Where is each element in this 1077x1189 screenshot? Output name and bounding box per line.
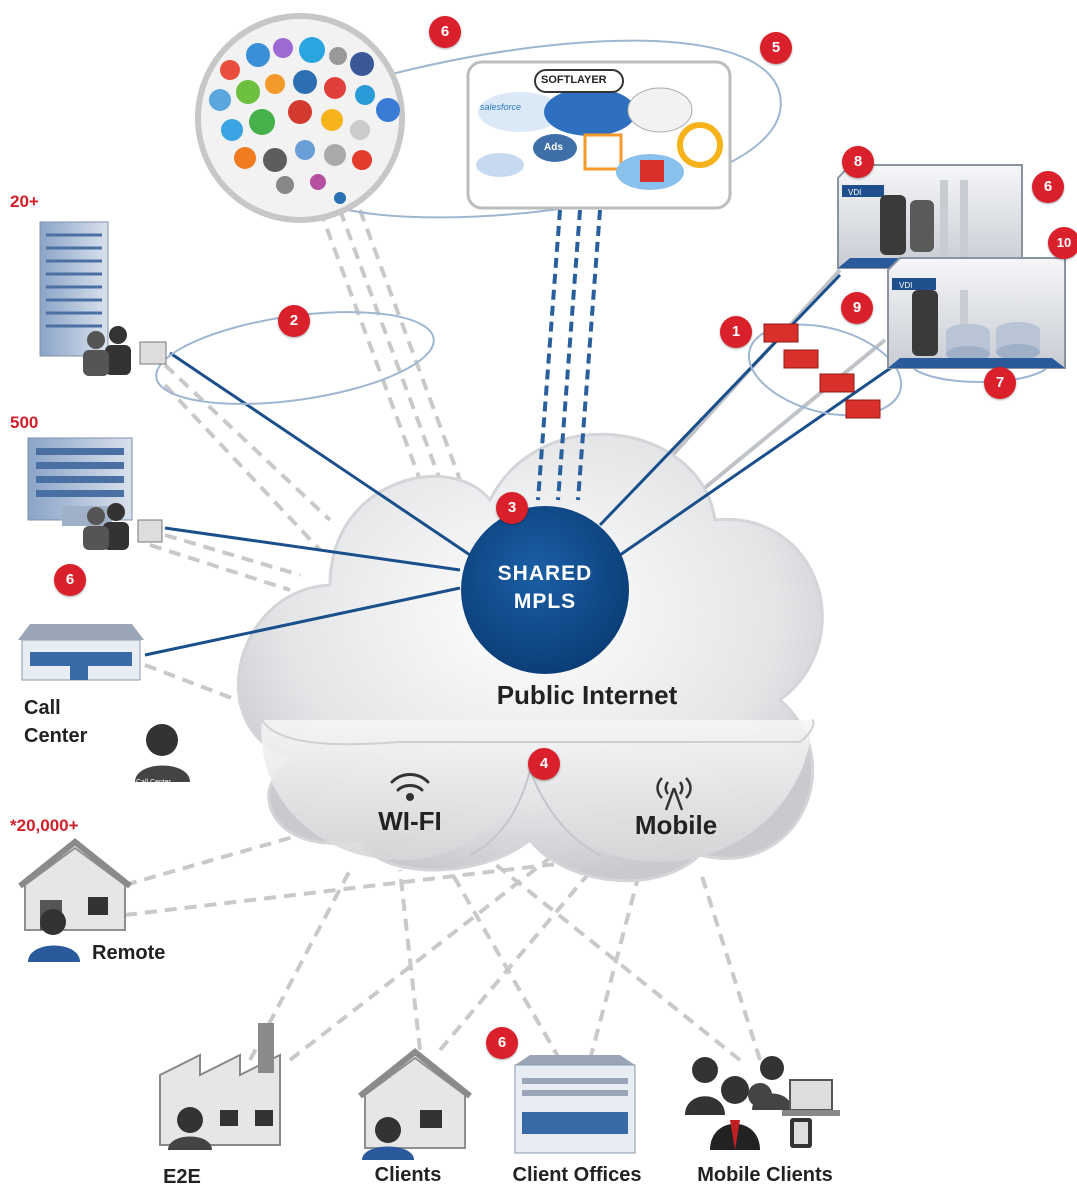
- call-center-label-line1: Call: [24, 697, 61, 719]
- data-center-rack-2: [887, 257, 1066, 369]
- client-offices-building: [514, 1055, 636, 1154]
- ads-logo-text: Ads: [544, 142, 563, 153]
- count-remote: *20,000+: [10, 816, 79, 835]
- badge-6-left: 6: [54, 564, 86, 596]
- clients-label: Clients: [374, 1164, 442, 1186]
- count-medium-office: 500: [10, 413, 39, 432]
- badge-6-social: 6: [429, 16, 461, 48]
- vdi-tag-2: VDI: [899, 281, 913, 290]
- call-center-label-line2: Center: [24, 725, 88, 747]
- client-offices-label: Client Offices: [512, 1164, 642, 1186]
- vdi-tag-1: VDI: [848, 188, 862, 197]
- shared-mpls-line2: MPLS: [513, 590, 577, 613]
- e2e-label: E2E: [163, 1166, 201, 1188]
- badge-2: 2: [278, 305, 310, 337]
- dashed-connections: [124, 209, 762, 1062]
- mobile-clients-label: Mobile Clients: [697, 1164, 833, 1186]
- badge-6-datacenter: 6: [1032, 171, 1064, 203]
- call-center-agent: [135, 724, 190, 782]
- remote-label: Remote: [92, 942, 166, 964]
- badge-8: 8: [842, 146, 874, 178]
- shared-mpls-line1: SHARED: [497, 562, 593, 585]
- call-center-building: [18, 624, 144, 681]
- badge-7: 7: [984, 367, 1016, 399]
- salesforce-logo-text: salesforce: [480, 102, 522, 112]
- mobile-antenna-icon: [656, 777, 692, 811]
- badge-1: 1: [720, 316, 752, 348]
- badge-5: 5: [760, 32, 792, 64]
- wifi-icon: [390, 773, 430, 801]
- mobile-label: Mobile: [634, 810, 718, 840]
- count-large-office: 20+: [10, 192, 39, 211]
- call-center-tag: Call Center: [136, 779, 172, 786]
- clients-house: [358, 1048, 472, 1160]
- data-center-rack-1: [837, 164, 1023, 269]
- softlayer-logo-text: SOFTLAYER: [541, 74, 607, 86]
- badge-9: 9: [841, 292, 873, 324]
- office-building-medium: [27, 437, 163, 550]
- saas-dashed-links: [536, 209, 602, 501]
- shared-mpls-label: SHARED MPLS: [461, 560, 629, 616]
- shared-mpls-node: [461, 506, 629, 674]
- badge-4: 4: [528, 748, 560, 780]
- social-media-bubble: [195, 13, 405, 223]
- remote-house: [18, 838, 132, 962]
- badge-3: 3: [496, 492, 528, 524]
- badge-6-bottom: 6: [486, 1027, 518, 1059]
- office-building-large: [39, 221, 167, 376]
- mpls-links: [144, 273, 896, 657]
- firewall-blocks: [763, 323, 881, 419]
- e2e-factory: [159, 1023, 281, 1150]
- mobile-clients-group: [685, 1056, 840, 1150]
- saas-providers-box: [466, 60, 732, 210]
- public-internet-label: Public Internet: [496, 680, 678, 710]
- partners-tag: Partners: [160, 1151, 183, 1157]
- badge-10: 10: [1048, 227, 1077, 259]
- wifi-label: WI-FI: [378, 806, 442, 836]
